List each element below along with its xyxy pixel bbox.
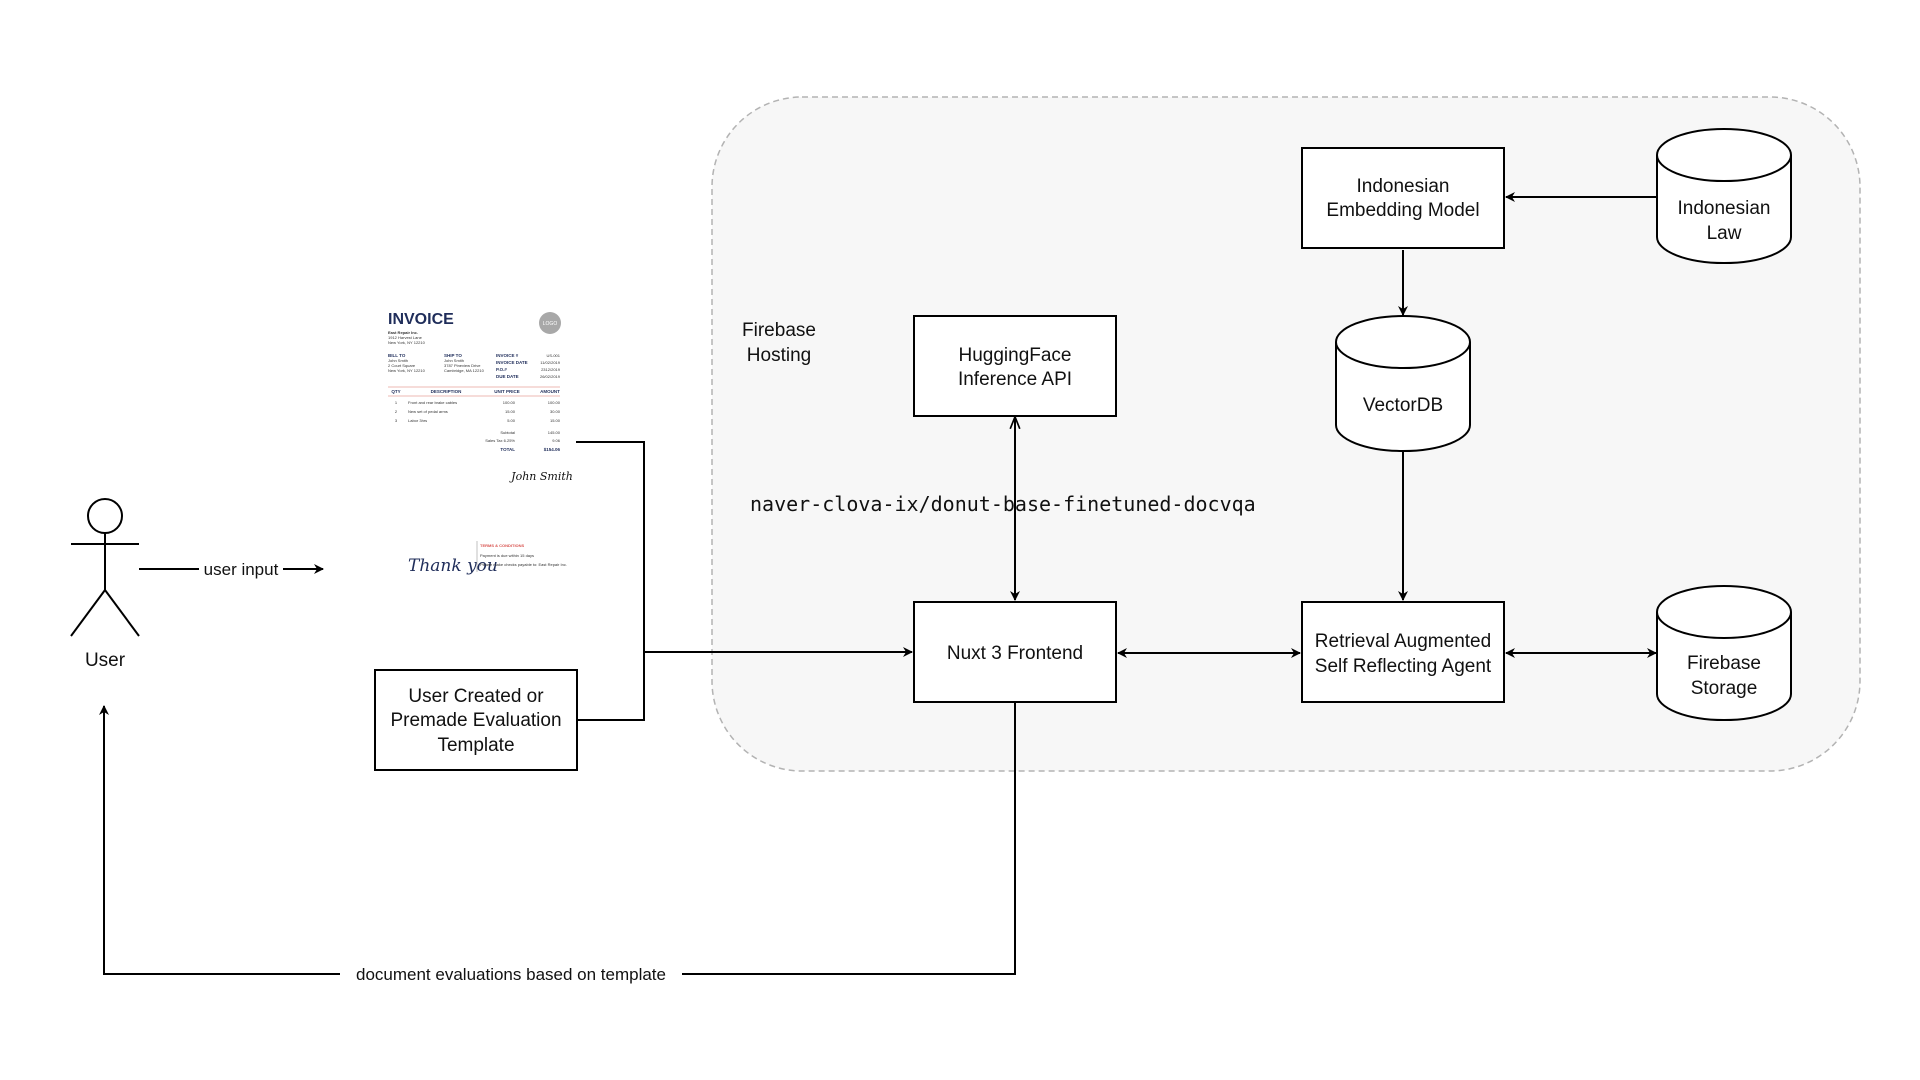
invoice-meta: INVOICE # INVOICE DATE P.O.# DUE DATE US…: [496, 353, 561, 379]
firebase-storage-database[interactable]: Firebase Storage: [1656, 585, 1792, 721]
invoice-col-description: DESCRIPTION: [431, 389, 462, 394]
invoice-row-amount: 30.00: [550, 409, 561, 414]
storage-label-line2: Storage: [1691, 678, 1758, 699]
invoice-total-label: TOTAL: [500, 447, 515, 452]
storage-label-line1: Firebase: [1687, 653, 1761, 674]
edge-label-model-name: naver-clova-ix/donut-base-finetuned-docv…: [750, 492, 1256, 516]
embedding-model-node[interactable]: Indonesian Embedding Model: [1301, 147, 1505, 249]
law-label-line2: Law: [1707, 223, 1742, 244]
invoice-bill-to-label: BILL TO: [388, 353, 406, 358]
huggingface-label-line2: Inference API: [958, 369, 1072, 390]
invoice-row-unit-price: 15.00: [505, 409, 516, 414]
invoice-row-qty: 1: [395, 400, 398, 405]
invoice-ship-to-street: 3787 Pineview Drive: [444, 363, 481, 368]
edge-label-feedback: document evaluations based on template: [356, 965, 666, 984]
vectordb-label: VectorDB: [1363, 395, 1443, 416]
invoice-terms-line2: Please make checks payable to: East Repa…: [480, 562, 567, 567]
invoice-po: 2312/2019: [541, 367, 561, 372]
template-label-line1: User Created or: [408, 686, 544, 707]
nuxt-frontend-node[interactable]: Nuxt 3 Frontend: [913, 601, 1117, 703]
user-actor[interactable]: User: [70, 498, 140, 671]
user-label: User: [85, 650, 126, 671]
edge-label-user-input: user input: [204, 560, 279, 579]
invoice-col-unit-price: UNIT PRICE: [494, 389, 520, 394]
invoice-bill-to-city: New York, NY 12210: [388, 368, 426, 373]
indonesian-law-database[interactable]: Indonesian Law: [1656, 128, 1792, 264]
template-label-line2: Premade Evaluation: [390, 710, 561, 731]
invoice-number: US-001: [546, 353, 560, 358]
invoice-row-unit-price: 5.00: [507, 418, 516, 423]
invoice-row-qty: 3: [395, 418, 398, 423]
invoice-bill-to-street: 2 Court Square: [388, 363, 416, 368]
invoice-total: $154.06: [544, 447, 561, 452]
invoice-row: 3 Labor 3hrs 5.00 15.00: [395, 418, 561, 423]
edge-huggingface-frontend: naver-clova-ix/donut-base-finetuned-docv…: [750, 418, 1256, 600]
invoice-row-unit-price: 100.00: [503, 400, 516, 405]
invoice-company-street: 1912 Harvest Lane: [388, 335, 423, 340]
vectordb-database[interactable]: VectorDB: [1335, 315, 1471, 452]
invoice-logo-text: LOGO: [543, 321, 558, 327]
invoice-po-label: P.O.#: [496, 367, 507, 372]
invoice-terms-title: TERMS & CONDITIONS: [480, 543, 525, 548]
invoice-due-date-label: DUE DATE: [496, 374, 519, 379]
database-cylinder-icon: [1335, 315, 1471, 452]
invoice-subtotal: 145.00: [548, 430, 561, 435]
invoice-due-date: 26/02/2019: [540, 374, 561, 379]
region-label-line1: Firebase: [742, 320, 816, 341]
invoice-document[interactable]: INVOICE LOGO East Repair Inc. 1912 Harve…: [378, 300, 578, 580]
edge-user-input: user input: [139, 560, 324, 579]
invoice-row-amount: 15.00: [550, 418, 561, 423]
invoice-terms-line1: Payment is due within 15 days: [480, 553, 534, 558]
invoice-row-qty: 2: [395, 409, 398, 414]
invoice-row-amount: 100.00: [548, 400, 561, 405]
template-label-line3: Template: [437, 735, 514, 756]
huggingface-node[interactable]: HuggingFace Inference API: [913, 315, 1117, 417]
invoice-logo-circle: [539, 312, 561, 334]
invoice-col-amount: AMOUNT: [540, 389, 560, 394]
invoice-company: East Repair Inc.: [388, 330, 418, 335]
invoice-row-description: Labor 3hrs: [408, 418, 427, 423]
huggingface-label-line1: HuggingFace: [958, 345, 1071, 366]
invoice-ship-to-city: Cambridge, MA 12210: [444, 368, 485, 373]
embedding-label-line2: Embedding Model: [1326, 200, 1479, 221]
invoice-row: 2 New set of pedal arms 15.00 30.00: [395, 409, 561, 414]
invoice-paper: [378, 300, 578, 580]
database-cylinder-icon: [1656, 128, 1792, 264]
invoice-bill-to-name: John Smith: [388, 358, 408, 363]
embedding-label-line1: Indonesian: [1357, 176, 1450, 197]
law-label-line1: Indonesian: [1678, 198, 1771, 219]
invoice-ship-to-label: SHIP TO: [444, 353, 462, 358]
invoice-tax-label: Sales Tax 6.25%: [485, 438, 515, 443]
invoice-row: 1 Front and rear brake cables 100.00 100…: [395, 400, 561, 405]
invoice-company-city: New York, NY 12210: [388, 340, 426, 345]
edge-feedback-to-user: document evaluations based on template: [99, 702, 1016, 984]
invoice-tax: 9.06: [552, 438, 561, 443]
edge-inputs-to-frontend: [576, 441, 913, 721]
invoice-row-description: Front and rear brake cables: [408, 400, 457, 405]
invoice-thank-you: Thank you: [408, 556, 498, 576]
invoice-number-label: INVOICE #: [496, 353, 519, 358]
invoice-table-header: QTY DESCRIPTION UNIT PRICE AMOUNT: [391, 389, 560, 394]
nuxt-frontend-label: Nuxt 3 Frontend: [947, 643, 1083, 664]
agent-label-line2: Self Reflecting Agent: [1315, 656, 1492, 677]
agent-node[interactable]: Retrieval Augmented Self Reflecting Agen…: [1301, 601, 1505, 703]
invoice-title: INVOICE: [388, 311, 454, 328]
invoice-subtotal-label: Subtotal: [500, 430, 515, 435]
stick-figure-icon: [70, 498, 140, 637]
invoice-date: 11/02/2019: [540, 360, 560, 365]
invoice-date-label: INVOICE DATE: [496, 360, 528, 365]
region-label-line2: Hosting: [747, 345, 811, 366]
invoice-col-qty: QTY: [391, 389, 400, 394]
template-node[interactable]: User Created or Premade Evaluation Templ…: [374, 669, 578, 771]
invoice-signature: John Smith: [509, 470, 573, 483]
invoice-ship-to-name: John Smith: [444, 358, 464, 363]
agent-label-line1: Retrieval Augmented: [1315, 631, 1491, 652]
invoice-row-description: New set of pedal arms: [408, 409, 448, 414]
database-cylinder-icon: [1656, 585, 1792, 721]
